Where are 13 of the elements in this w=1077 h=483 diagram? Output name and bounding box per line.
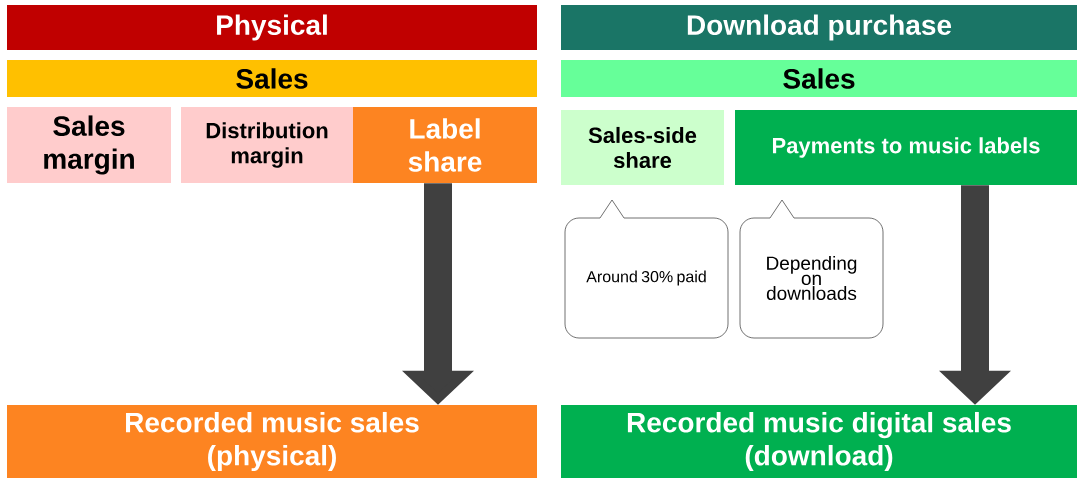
label-box: Payments to music labels: [735, 110, 1077, 185]
speech-bubble: Around 30% paid: [564, 199, 729, 339]
label-box: Distribution margin: [181, 107, 353, 183]
label-box: Sales-side share: [561, 110, 724, 185]
label-box: Physical: [7, 5, 537, 50]
label-box: Sales margin: [7, 107, 171, 183]
label-box: Recorded music sales (physical): [7, 405, 537, 478]
speech-bubble: Depending on downloads: [739, 199, 884, 339]
label-box: Sales: [561, 60, 1077, 97]
label-box: Label share: [353, 107, 537, 183]
label-box: Download purchase: [561, 5, 1077, 50]
label-box: Recorded music digital sales (download): [561, 405, 1077, 478]
label-box: Sales: [7, 60, 537, 97]
